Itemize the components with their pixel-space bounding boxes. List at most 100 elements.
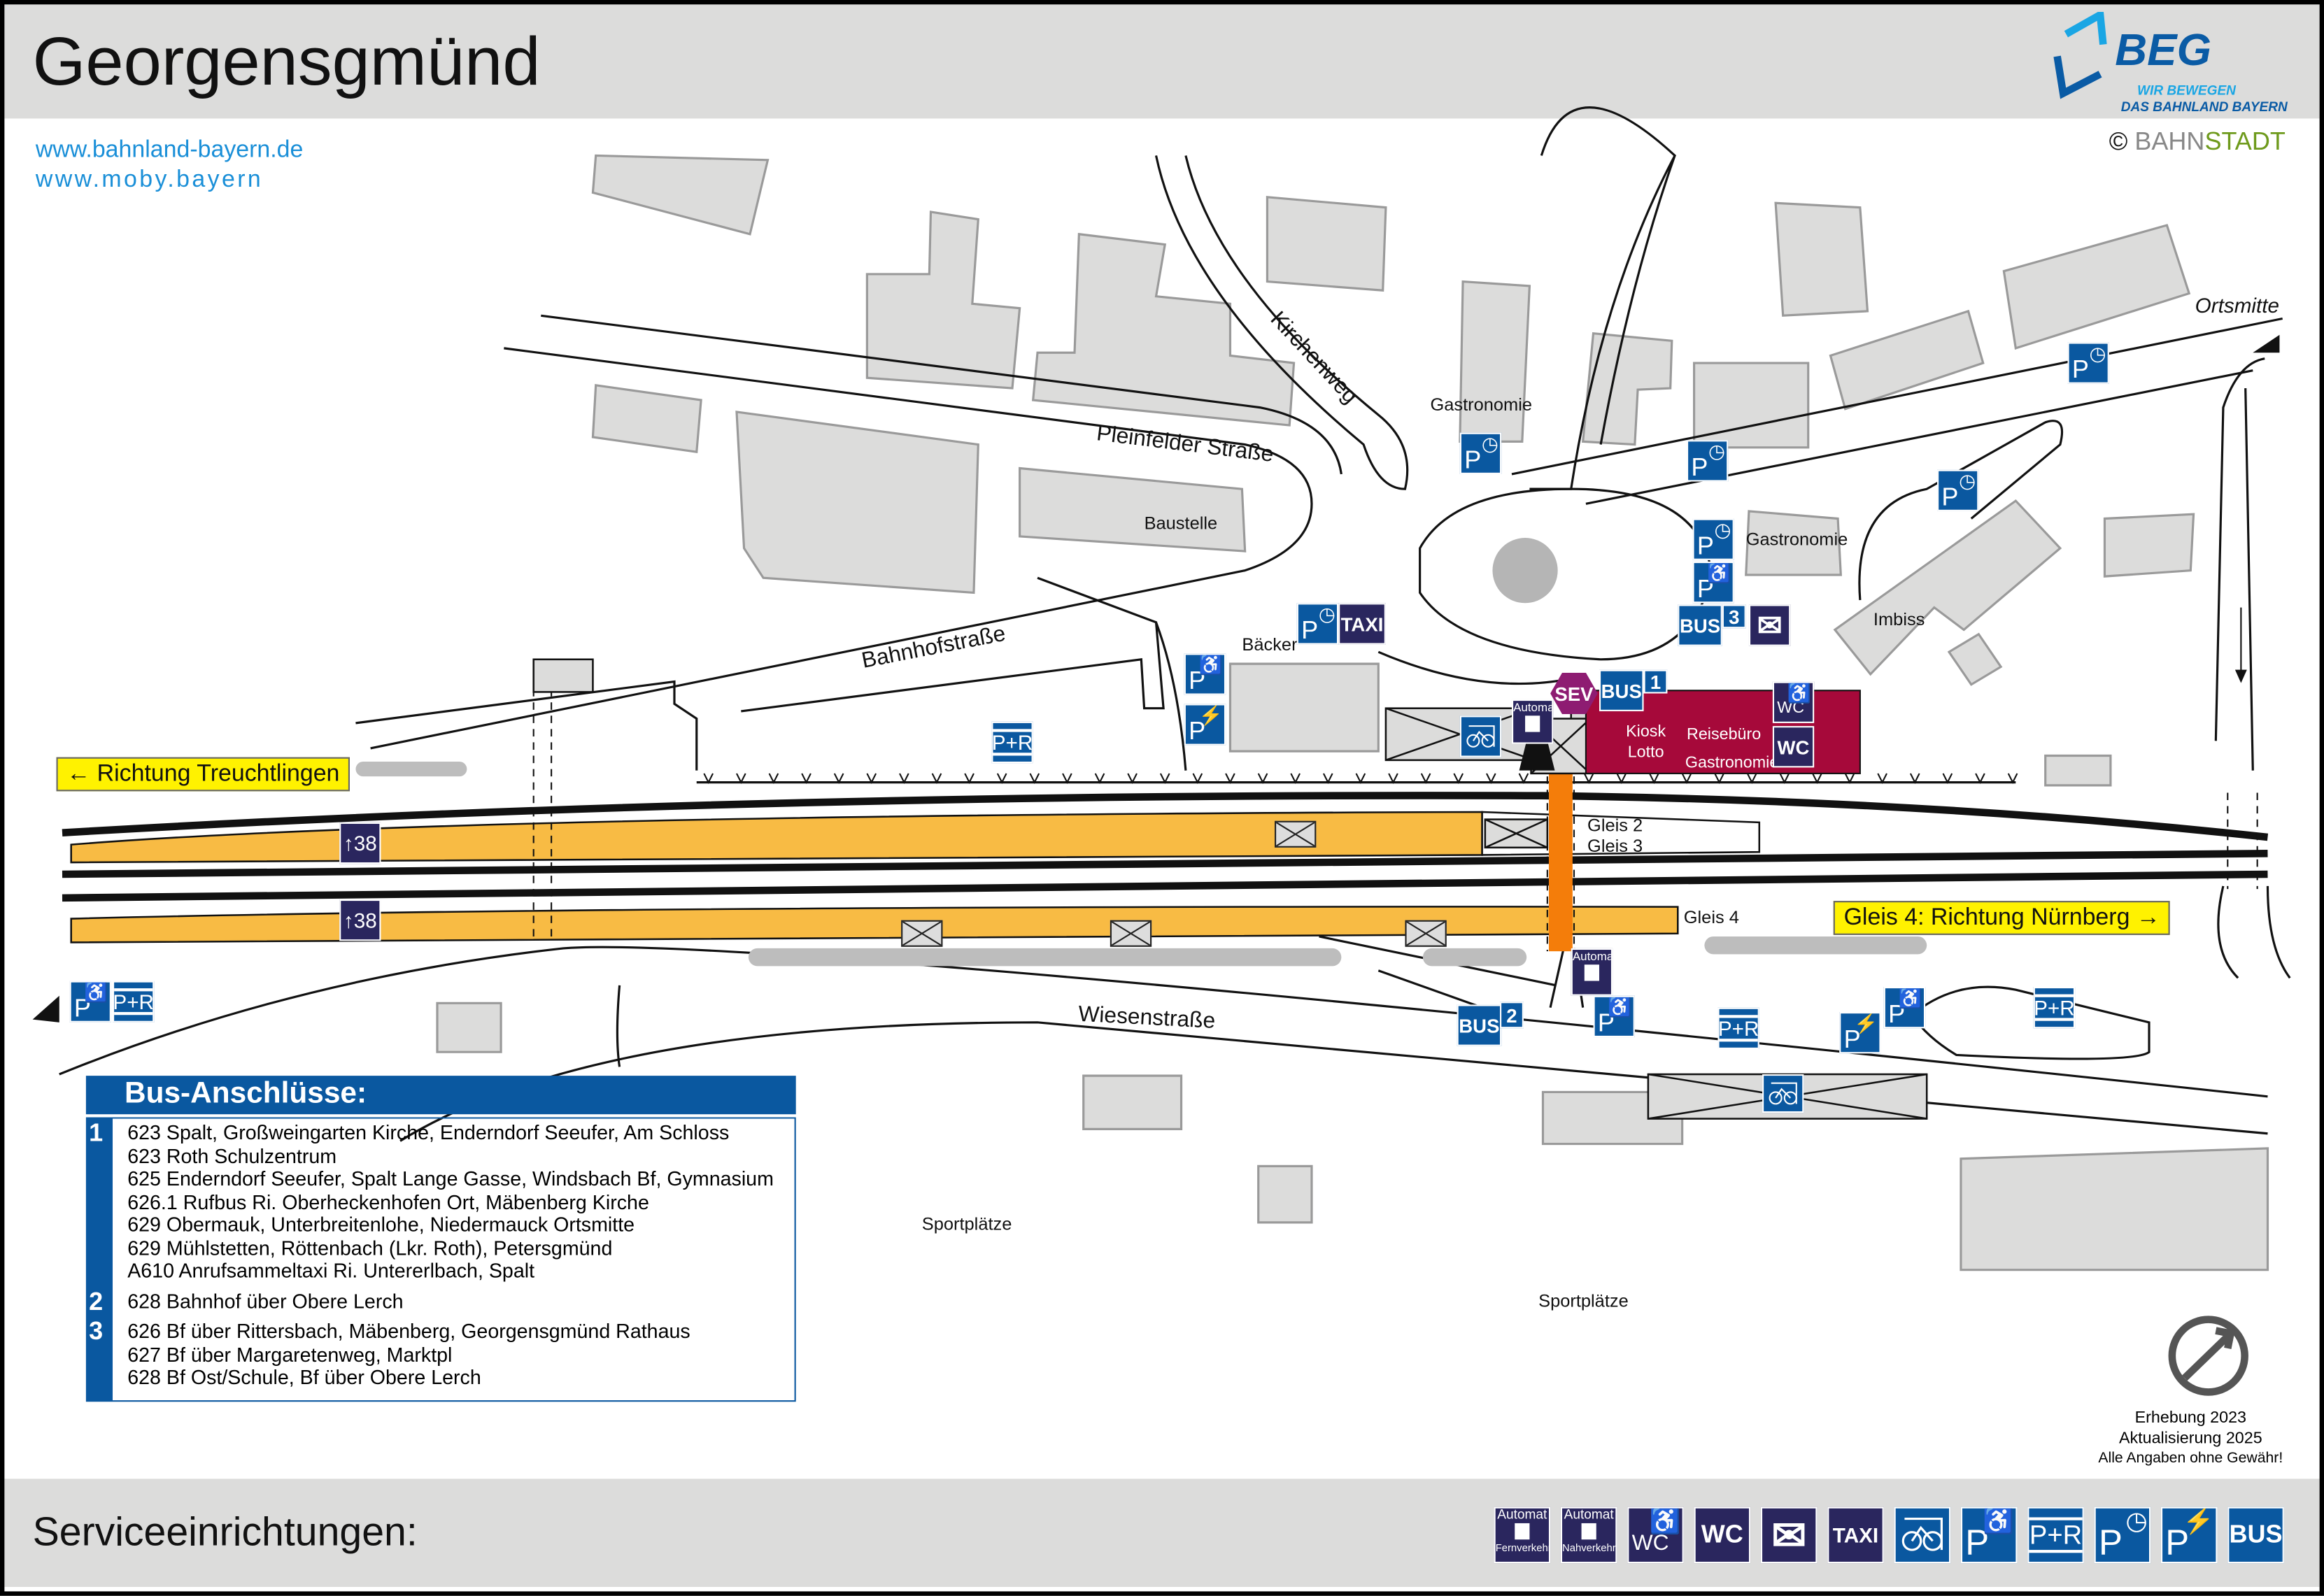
- short-term-parking-icon[interactable]: P◷: [1692, 518, 1734, 560]
- fence-tick: [833, 773, 844, 785]
- fence-tick: [801, 773, 812, 785]
- platform-height-sign: ↑38: [339, 822, 381, 864]
- platform-gleis-2-3: [70, 811, 1483, 864]
- accessible-parking-icon[interactable]: P♿: [1593, 995, 1635, 1038]
- fence-tick: [1322, 773, 1333, 785]
- building: [591, 384, 702, 453]
- fence-tick: [1486, 773, 1496, 785]
- label-gleis-3: Gleis 3: [1587, 835, 1643, 857]
- fence-tick: [1518, 773, 1529, 785]
- building: [1829, 309, 1985, 411]
- fence-tick: [1453, 773, 1464, 785]
- taxi-sign[interactable]: TAXI: [1338, 603, 1386, 645]
- short-term-parking-icon[interactable]: P◷: [1459, 432, 1502, 474]
- building: [865, 211, 1021, 390]
- fence-tick: [703, 773, 714, 785]
- park-and-ride-sign[interactable]: P+R: [113, 981, 155, 1023]
- fence-tick: [1616, 773, 1627, 785]
- building: [1960, 1147, 2269, 1271]
- label-reisebuero: Reisebüro: [1686, 726, 1762, 744]
- legend-bus-icon: BUS: [2227, 1506, 2284, 1564]
- park-and-ride-sign[interactable]: P+R: [1717, 1007, 1759, 1049]
- services-title: Serviceeinrichtungen:: [32, 1509, 418, 1555]
- label-gastronomie: Gastronomie: [1685, 754, 1779, 772]
- ev-charging-parking-icon[interactable]: P⚡: [1184, 704, 1226, 746]
- fence-tick: [1062, 773, 1072, 785]
- fence-tick: [1714, 773, 1724, 785]
- fence-tick: [1355, 773, 1366, 785]
- bus-line: 625 Enderndorf Seeufer, Spalt Lange Gass…: [127, 1167, 774, 1190]
- ticket-machine-icon[interactable]: Automat: [1511, 699, 1554, 744]
- update-date: Aktualisierung 2025: [2118, 1430, 2262, 1448]
- label-kiosk: Kiosk: [1626, 722, 1666, 741]
- accessible-parking-icon[interactable]: P♿: [69, 981, 111, 1023]
- beg-tagline-1: WIR BEWEGEN: [2137, 83, 2236, 98]
- building: [1774, 201, 1869, 317]
- fence-tick: [1779, 773, 1790, 785]
- label-imbiss: Imbiss: [1873, 608, 1925, 630]
- label-gleis-4: Gleis 4: [1683, 906, 1739, 928]
- fence-tick: [1192, 773, 1203, 785]
- bike-parking-icon[interactable]: [1762, 1074, 1804, 1113]
- link-bahnland[interactable]: www.bahnland-bayern.de: [35, 138, 304, 164]
- park-and-ride-sign[interactable]: P+R: [991, 721, 1033, 764]
- legend-park-and-ride-icon: P+R: [2027, 1506, 2084, 1564]
- fence-tick: [736, 773, 746, 785]
- fence-tick: [1290, 773, 1301, 785]
- bus-line: 623 Spalt, Großweingarten Kirche, Endern…: [127, 1121, 730, 1144]
- bahnstadt-part-1: BAHN: [2134, 127, 2205, 156]
- fence-tick: [996, 773, 1007, 785]
- fence-tick: [768, 773, 779, 785]
- platform-height-value: 38: [353, 908, 377, 932]
- short-term-parking-icon[interactable]: P◷: [1686, 440, 1729, 482]
- bus-line: 629 Obermauk, Unterbreitenlohe, Niederma…: [127, 1213, 635, 1236]
- short-term-parking-icon[interactable]: P◷: [1937, 469, 1979, 511]
- legend-taxi-icon: TAXI: [1827, 1506, 1884, 1564]
- fence-tick: [964, 773, 975, 785]
- wc-icon[interactable]: WC: [1772, 726, 1815, 768]
- bus-stop-sign[interactable]: BUS: [1678, 604, 1722, 646]
- short-term-parking-icon[interactable]: P◷: [1296, 603, 1339, 645]
- link-moby[interactable]: www.moby.bayern: [35, 167, 264, 193]
- mailbox-icon[interactable]: ✉: [1748, 604, 1791, 646]
- label-sportplaetze: Sportplätze: [921, 1213, 1012, 1234]
- building: [1459, 280, 1531, 443]
- fence-tick: [1942, 773, 1953, 785]
- label-baecker: Bäcker: [1242, 634, 1298, 655]
- bahnstadt-copyright: © BAHNSTADT: [2109, 127, 2286, 157]
- fence-tick: [1877, 773, 1887, 785]
- park-and-ride-sign[interactable]: P+R: [2033, 987, 2076, 1029]
- accessible-wc-icon[interactable]: WC♿: [1772, 681, 1815, 723]
- building: [1031, 232, 1296, 427]
- fence-tick: [931, 773, 942, 785]
- ticket-machine-icon[interactable]: Automat: [1571, 948, 1613, 996]
- fence-tick: [1257, 773, 1268, 785]
- building: [1228, 662, 1380, 753]
- accessible-parking-icon[interactable]: P♿: [1184, 653, 1226, 695]
- bus-stop-number: 1: [1643, 669, 1668, 694]
- building: [436, 1002, 502, 1053]
- building: [1257, 1164, 1313, 1224]
- survey-note: Erhebung 2023 Aktualisierung 2025 Alle A…: [2072, 1408, 2309, 1470]
- bus-stop-number: 2: [1500, 1002, 1524, 1029]
- shelter-icon: [1405, 920, 1447, 947]
- bus-stop-sign[interactable]: BUS: [1599, 669, 1644, 711]
- buildings: [436, 154, 2269, 1271]
- fence-tick: [1909, 773, 1920, 785]
- accessible-parking-icon[interactable]: P♿: [1883, 987, 1926, 1029]
- bus-stop-number: 3: [89, 1317, 104, 1346]
- compass-icon: [2168, 1316, 2248, 1396]
- building: [1947, 632, 2003, 686]
- label-baustelle: Baustelle: [1144, 513, 1218, 534]
- fence-tick: [1388, 773, 1398, 785]
- ev-charging-parking-icon[interactable]: P⚡: [1839, 1012, 1881, 1054]
- beg-name: BEG: [2115, 27, 2212, 76]
- accessible-parking-icon[interactable]: P♿: [1692, 561, 1734, 604]
- label-gastronomie: Gastronomie: [1430, 394, 1533, 415]
- short-term-parking-icon[interactable]: P◷: [2067, 342, 2109, 384]
- label-gastronomie: Gastronomie: [1745, 529, 1848, 550]
- bike-parking-icon[interactable]: [1459, 715, 1502, 757]
